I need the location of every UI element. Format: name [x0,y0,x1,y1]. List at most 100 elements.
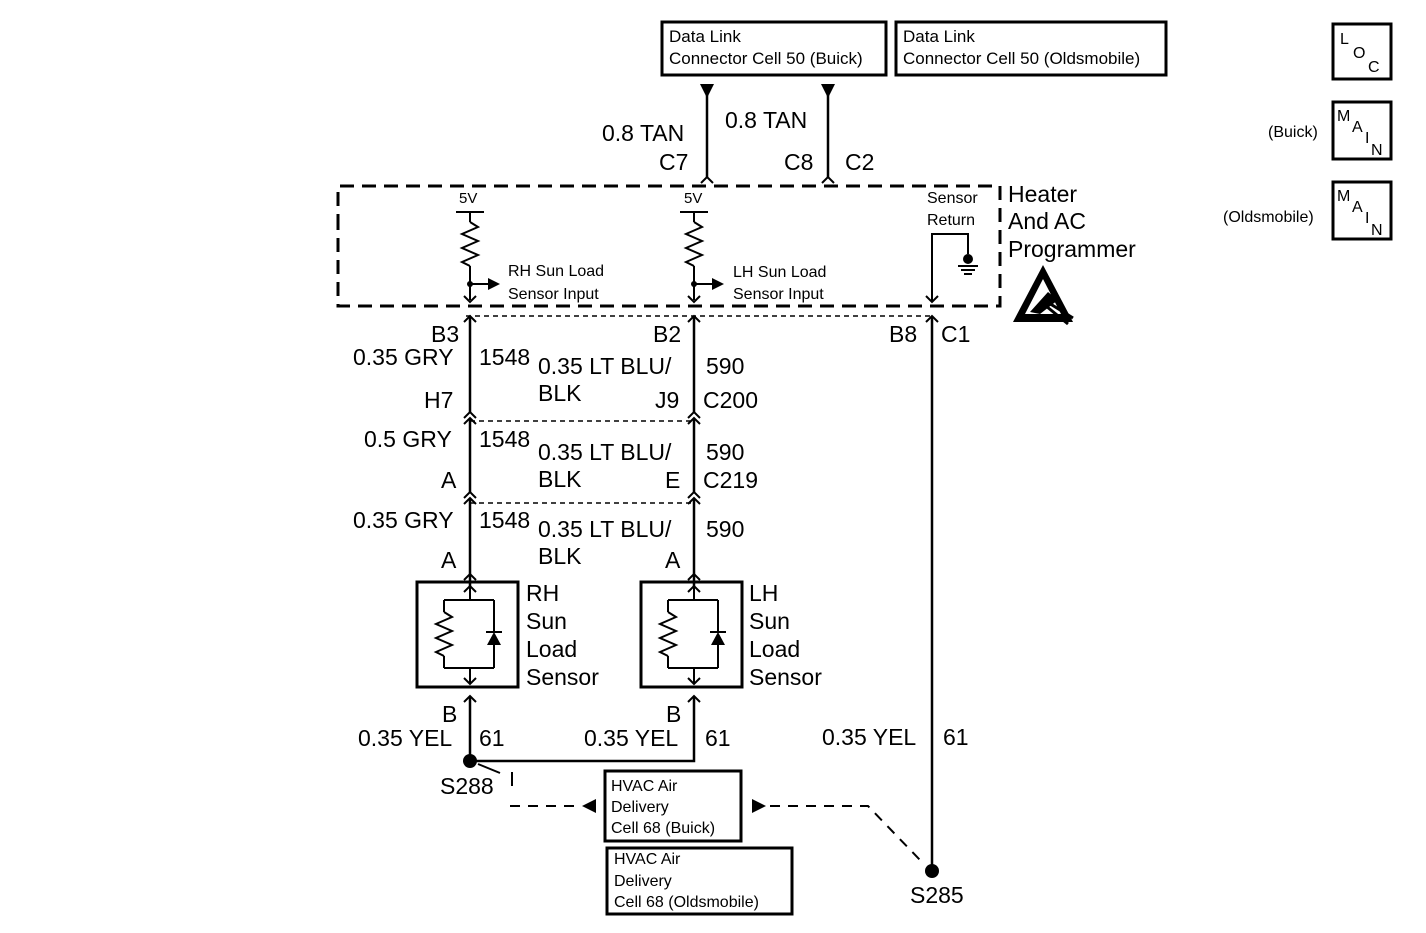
main-badge-buick[interactable]: M A I N [1331,100,1393,161]
lh-seg1-wire-2: BLK [538,380,582,406]
rh-sun-load-sensor[interactable] [415,580,520,689]
rh-sensor-label-1: RH [526,580,559,606]
right-return-wire [925,314,939,878]
dlc-olds-line1: Data Link [903,27,975,46]
lh-sensor-label-4: Sensor [749,664,822,690]
lh-seg3-wire-2: BLK [538,543,582,569]
rh-pin-a2: A [441,547,457,573]
lh-sensor-label-3: Load [749,636,800,662]
legend-olds-label: (Oldsmobile) [1223,209,1314,226]
lh-return-pin-b: B [666,701,681,727]
lh-return-wire-label: 0.35 YEL [584,725,678,751]
lh-seg1-wire-1: 0.35 LT BLU/ [538,353,672,379]
splice-s288-label: S288 [440,773,494,799]
main-olds-i: I [1365,210,1369,227]
module-title-line1: Heater [1008,181,1077,207]
rh-internal-circuit [456,211,500,304]
hvac-buick-line3: Cell 68 (Buick) [611,820,715,837]
programmer-module-outline [336,184,1002,308]
lh-pin-j9: J9 [655,387,679,413]
main-buick-a: A [1352,119,1363,136]
dlc-buick-line1: Data Link [669,27,741,46]
rh-pin-h7: H7 [424,387,453,413]
lh-input-label-1: LH Sun Load [733,264,826,281]
dlc-olds-box[interactable]: Data Link Connector Cell 50 (Oldsmobile) [894,20,1168,77]
lh-sensor-label-2: Sun [749,608,790,634]
right-return-wire-label: 0.35 YEL [822,724,916,750]
main-badge-olds[interactable]: M A I N [1331,180,1393,241]
s285-leader [752,799,921,861]
rh-seg3-wire: 0.35 GRY [353,507,454,533]
hvac-buick-line1: HVAC Air [611,778,678,795]
lh-return-circuit: 61 [705,725,731,751]
dlc-wire-c8-label: 0.8 TAN [725,107,807,133]
main-olds-m: M [1337,188,1350,205]
rh-pin-b3: B3 [431,321,459,347]
rh-seg2-circuit: 1548 [479,426,530,452]
sensor-return-label-2: Return [927,212,975,229]
esd-warning-icon [1013,265,1074,326]
legend-buick-label: (Buick) [1268,124,1318,141]
rh-seg3-circuit: 1548 [479,507,530,533]
hvac-olds-box[interactable]: HVAC Air Delivery Cell 68 (Oldsmobile) [605,846,794,916]
lh-pin-a: A [665,547,681,573]
hvac-olds-line3: Cell 68 (Oldsmobile) [614,894,759,911]
s288-leader [477,763,596,813]
connector-c200-label: C200 [703,387,758,413]
dlc-pin-c2: C2 [845,149,874,175]
hvac-olds-line2: Delivery [614,873,672,890]
module-title-line2: And AC [1008,208,1086,234]
dlc-buick-box[interactable]: Data Link Connector Cell 50 (Buick) [660,20,888,77]
dlc-wire-c8 [821,84,835,184]
main-buick-n: N [1371,142,1383,159]
rh-return-wire [463,694,477,768]
lh-internal-circuit [680,211,724,304]
dlc-olds-line2: Connector Cell 50 (Oldsmobile) [903,49,1140,68]
sensor-return-label-1: Sensor [927,190,978,207]
hvac-olds-line1: HVAC Air [614,851,681,868]
main-olds-n: N [1371,222,1383,239]
main-buick-i: I [1365,130,1369,147]
right-pin-b8: B8 [889,321,917,347]
rh-seg2-wire: 0.5 GRY [364,426,452,452]
rh-return-wire-label: 0.35 YEL [358,725,452,751]
module-title-line3: Programmer [1008,236,1136,262]
sensor-return-circuit [925,233,978,304]
right-return-circuit: 61 [943,724,969,750]
lh-seg2-wire-1: 0.35 LT BLU/ [538,439,672,465]
lh-sun-load-sensor[interactable] [639,580,744,689]
lh-pin-b2: B2 [653,321,681,347]
lh-pin-e: E [665,467,680,493]
main-buick-m: M [1337,108,1350,125]
lh-return-wire [470,694,701,763]
rh-sensor-label-3: Load [526,636,577,662]
lh-seg2-wire-2: BLK [538,466,582,492]
lh-sensor-label-1: LH [749,580,778,606]
hvac-buick-line2: Delivery [611,799,669,816]
loc-badge[interactable]: L O C [1331,22,1393,81]
dlc-buick-line2: Connector Cell 50 (Buick) [669,49,863,68]
rh-return-circuit: 61 [479,725,505,751]
lh-5v-label: 5V [684,190,702,207]
rh-input-label-2: Sensor Input [508,286,599,303]
rh-input-label-1: RH Sun Load [508,263,604,280]
lh-wire-590 [687,314,701,586]
rh-seg1-circuit: 1548 [479,344,530,370]
loc-letter-o: O [1353,45,1365,62]
loc-letter-c: C [1368,59,1380,76]
lh-seg3-wire-1: 0.35 LT BLU/ [538,516,672,542]
lh-input-label-2: Sensor Input [733,286,824,303]
rh-sensor-label-2: Sun [526,608,567,634]
connector-c219-label: C219 [703,467,758,493]
splice-s285-label: S285 [910,882,964,908]
dlc-pin-c8: C8 [784,149,813,175]
main-olds-a: A [1352,199,1363,216]
lh-seg1-circuit: 590 [706,353,744,379]
lh-seg3-circuit: 590 [706,516,744,542]
hvac-buick-box[interactable]: HVAC Air Delivery Cell 68 (Buick) [603,769,743,843]
rh-wire-1548 [463,314,477,586]
rh-seg1-wire: 0.35 GRY [353,344,454,370]
rh-5v-label: 5V [459,190,477,207]
loc-letter-l: L [1340,31,1349,48]
